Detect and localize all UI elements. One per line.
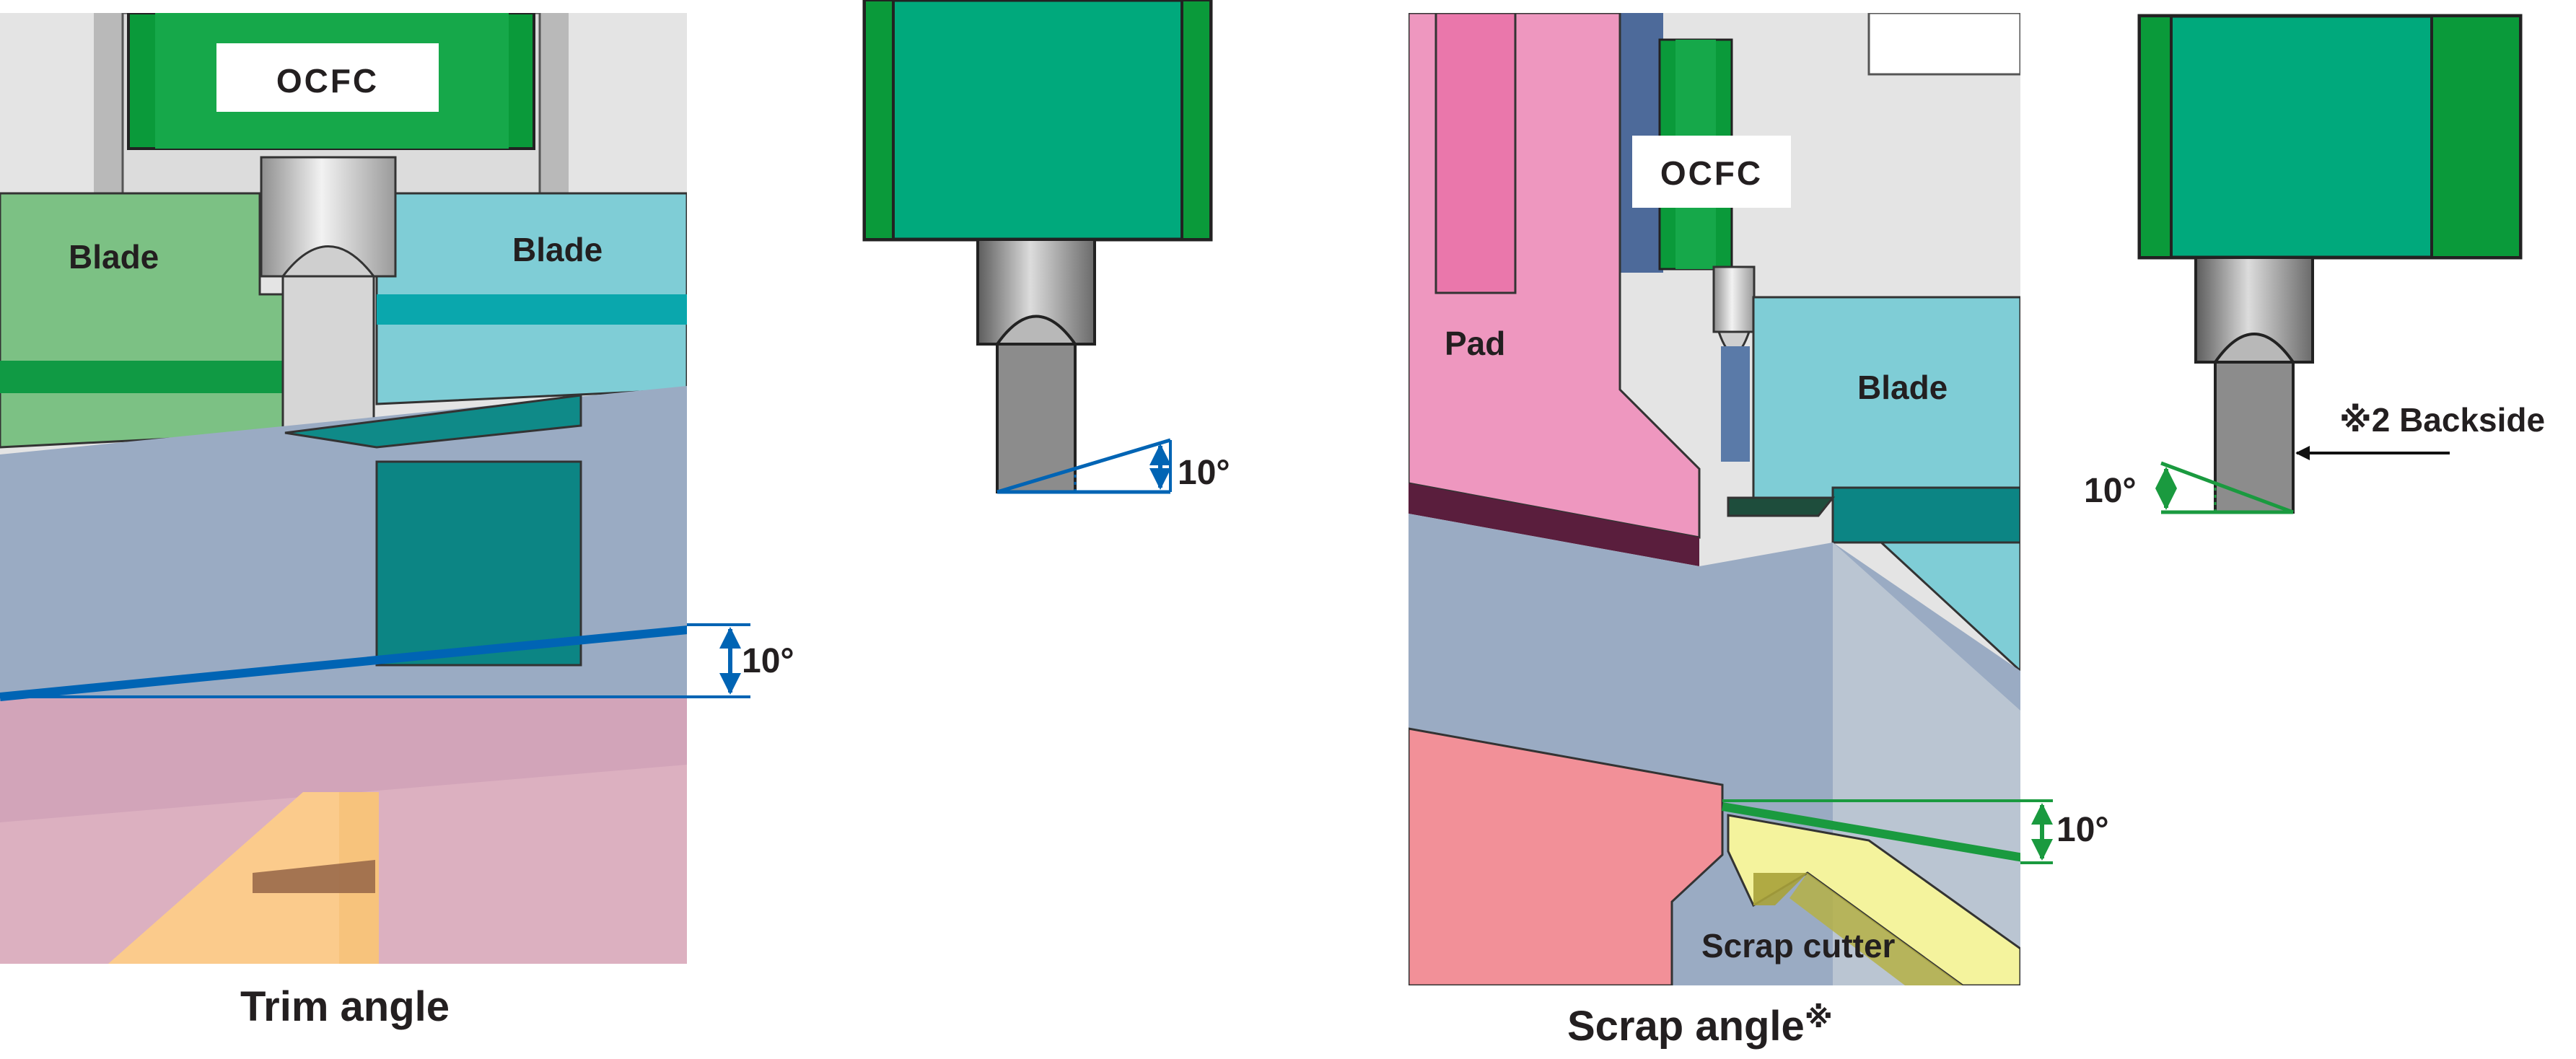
scrap-caption-mark: ※ — [1805, 1002, 1833, 1034]
scrap-panel: Pad Blade Scrap cutter OCFC — [1409, 13, 2020, 985]
trim-angle-label: 10° — [742, 642, 794, 680]
trim-tool-detail: 10° — [862, 0, 1230, 494]
scrap-tool-detail: 10° ※2 Backside — [2084, 14, 2545, 514]
trim-holder-left — [94, 13, 123, 193]
trim-cut-line — [0, 625, 687, 701]
trim-blade-teal — [375, 460, 582, 667]
scrap-tool-shank — [2214, 361, 2295, 514]
scrap-pad-label: Pad — [1445, 325, 1505, 362]
trim-yellow-scrap — [108, 792, 379, 964]
trim-tool-angle-label: 10° — [1178, 454, 1230, 492]
scrap-ocfc-label: OCFC — [1660, 154, 1763, 192]
scrap-ocfc-label-box — [1632, 136, 1791, 208]
scrap-red-part — [1409, 727, 1724, 985]
trim-panel: OCFC Blade Blade — [0, 13, 687, 964]
trim-holder-right — [540, 13, 569, 193]
trim-blade-right-label: Blade — [512, 231, 603, 268]
scrap-caption: Scrap angle※ — [1567, 1002, 1833, 1050]
trim-blade-left-label: Blade — [69, 238, 159, 276]
scrap-cutter — [1727, 814, 2020, 985]
trim-tool-ocfc — [862, 0, 1213, 242]
trim-ocfc-label: OCFC — [276, 62, 379, 100]
scrap-blade-label: Blade — [1857, 369, 1948, 406]
backside-label: ※2 Backside — [2339, 401, 2545, 439]
scrap-angle-label: 10° — [2056, 811, 2109, 849]
trim-ocfc-label-box — [216, 43, 439, 112]
scrap-cutter-label: Scrap cutter — [1701, 927, 1896, 964]
trim-caption: Trim angle — [240, 983, 450, 1030]
scrap-blade — [1752, 296, 2020, 673]
trim-tool-shank — [996, 343, 1077, 493]
scrap-cut-line — [1721, 802, 2020, 862]
scrap-caption-text: Scrap angle — [1567, 1003, 1805, 1050]
trim-blade-left — [0, 192, 286, 449]
scrap-tool-angle-label: 10° — [2084, 472, 2137, 510]
